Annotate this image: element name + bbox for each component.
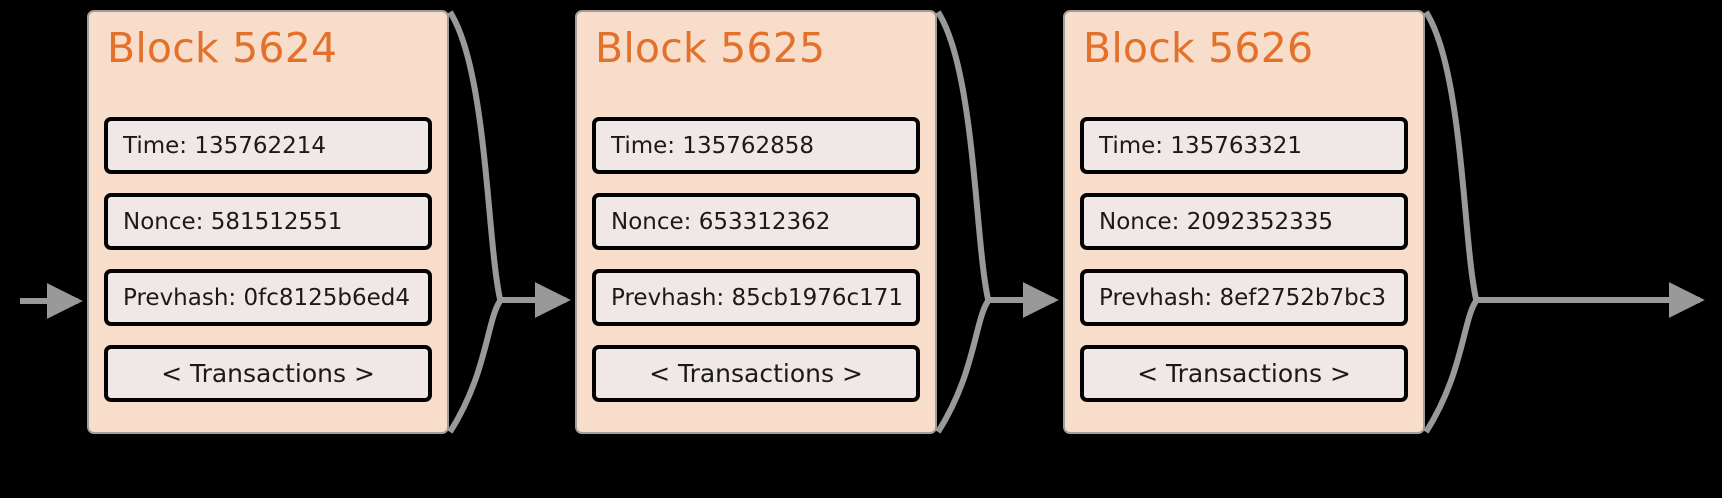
block-title: Block 5624 [107, 24, 338, 72]
block-field-transactions[interactable]: < Transactions > [104, 345, 432, 402]
block-title: Block 5626 [1083, 24, 1314, 72]
block-card-5624[interactable]: Block 5624 Time: 135762214 Nonce: 581512… [87, 10, 449, 434]
block-field-time: Time: 135763321 [1080, 117, 1408, 174]
block-field-time: Time: 135762858 [592, 117, 920, 174]
block-fields: Time: 135762858 Nonce: 653312362 Prevhas… [592, 117, 920, 402]
block-fields: Time: 135762214 Nonce: 581512551 Prevhas… [104, 117, 432, 402]
block-field-prevhash: Prevhash: 0fc8125b6ed4 [104, 269, 432, 326]
block-field-prevhash: Prevhash: 8ef2752b7bc3 [1080, 269, 1408, 326]
brace-arrow-3 [1423, 10, 1705, 434]
block-title: Block 5625 [595, 24, 826, 72]
block-field-nonce: Nonce: 2092352335 [1080, 193, 1408, 250]
block-field-transactions[interactable]: < Transactions > [1080, 345, 1408, 402]
block-fields: Time: 135763321 Nonce: 2092352335 Prevha… [1080, 117, 1408, 402]
block-card-5626[interactable]: Block 5626 Time: 135763321 Nonce: 209235… [1063, 10, 1425, 434]
block-card-5625[interactable]: Block 5625 Time: 135762858 Nonce: 653312… [575, 10, 937, 434]
block-field-time: Time: 135762214 [104, 117, 432, 174]
block-field-prevhash: Prevhash: 85cb1976c171 [592, 269, 920, 326]
block-field-nonce: Nonce: 581512551 [104, 193, 432, 250]
brace-arrow-1 [447, 10, 571, 434]
brace-arrow-2 [935, 10, 1059, 434]
block-field-nonce: Nonce: 653312362 [592, 193, 920, 250]
block-field-transactions[interactable]: < Transactions > [592, 345, 920, 402]
